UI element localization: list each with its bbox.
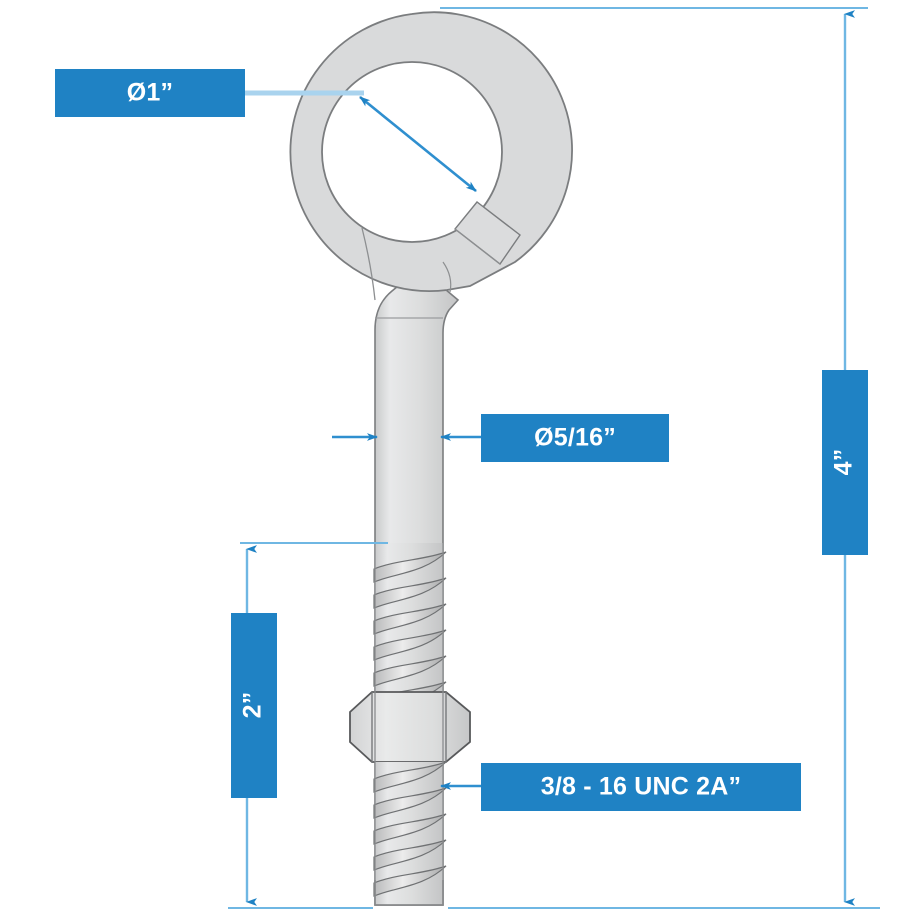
callout-thread-length[interactable]: 2”: [231, 613, 277, 798]
thread-turn: [373, 577, 447, 609]
eye-ring-outline: [289, 11, 573, 292]
callout-shank-diameter[interactable]: Ø5/16”: [481, 414, 669, 462]
dimension-layer: [228, 7, 880, 909]
callout-thread-spec[interactable]: 3/8 - 16 UNC 2A”: [481, 763, 801, 811]
thread-spec-box[interactable]: [481, 763, 801, 811]
eye-ring-cut-edge: [454, 228, 501, 265]
eye-bolt-part: [289, 11, 573, 906]
callout-overall-length[interactable]: 4”: [822, 370, 868, 555]
thread-length-label: 2”: [239, 692, 267, 719]
shank-diameter-box[interactable]: [481, 414, 669, 462]
thread-turn: [373, 603, 447, 635]
overall-length-label: 4”: [830, 449, 858, 476]
hex-nut-outline: [349, 691, 471, 763]
eye-ring: [289, 11, 573, 301]
shank-diameter-label: Ø5/16”: [534, 424, 616, 452]
thread-turn: [373, 629, 447, 661]
hex-nut: [349, 691, 471, 763]
thread-turn: [373, 839, 447, 871]
thread-spec-label: 3/8 - 16 UNC 2A”: [541, 773, 742, 801]
thread-turn: [373, 551, 447, 583]
eye-inner-diameter-arrow: [359, 95, 477, 193]
threaded-section-lower: [373, 761, 447, 906]
eye-shank-blend-line: [361, 227, 376, 301]
thread-turn: [373, 865, 447, 897]
thread-length-box[interactable]: [231, 613, 277, 798]
thread-turn: [373, 761, 447, 793]
eye-inner-diameter-box[interactable]: [55, 69, 245, 117]
eye-inner-diameter-label: Ø1”: [127, 79, 173, 107]
thread-turns-lower: [373, 761, 447, 897]
eye-inner-blend-line: [442, 261, 452, 293]
overall-length-box[interactable]: [822, 370, 868, 555]
thread-turn: [373, 655, 447, 687]
thread-turn: [373, 813, 447, 845]
callout-eye-inner-diameter[interactable]: Ø1”: [55, 69, 364, 117]
